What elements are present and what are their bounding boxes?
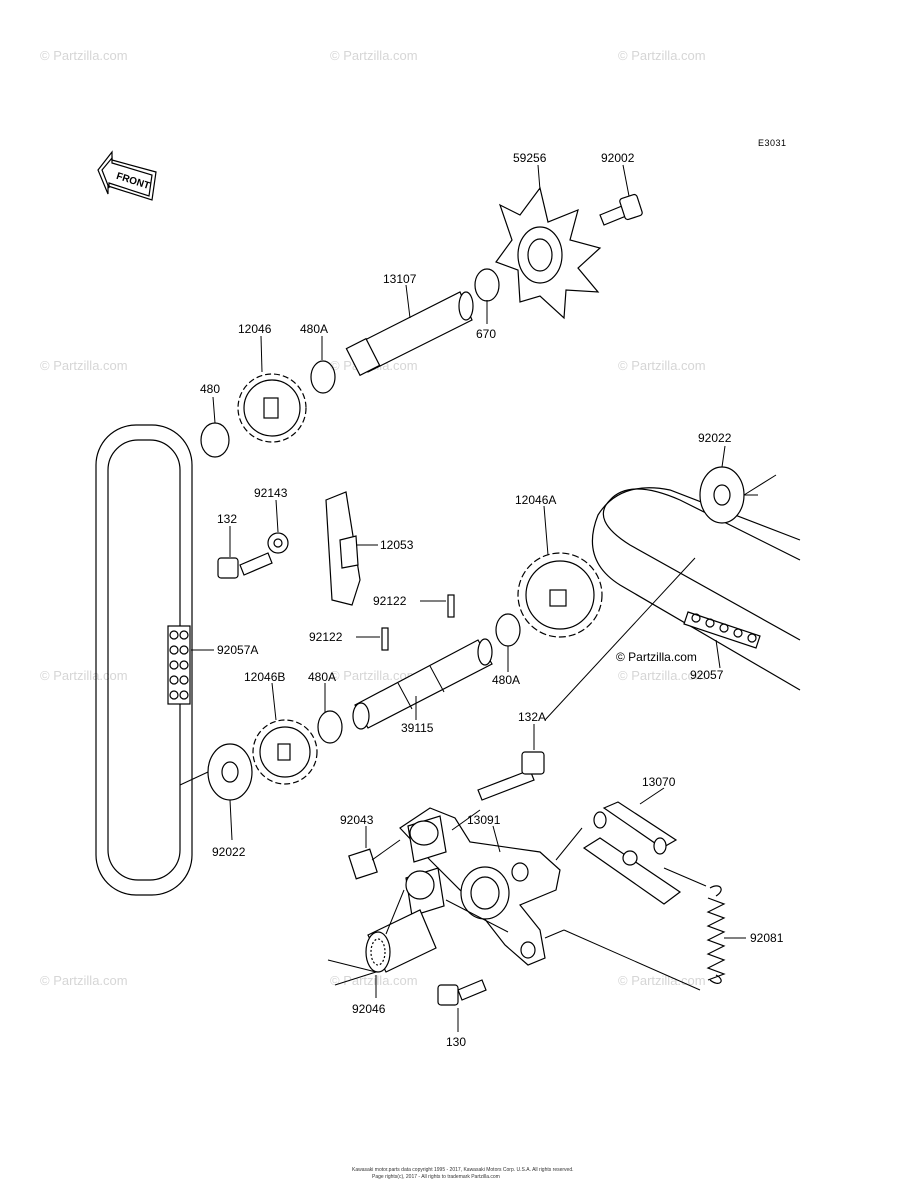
collar-92043 xyxy=(348,848,378,880)
sprocket-12046A xyxy=(517,552,603,638)
part-labels: 59256 92002 13107 670 12046 480A 480 920… xyxy=(200,151,784,1049)
watermark: © Partzilla.com xyxy=(618,973,706,988)
label-480[interactable]: 480 xyxy=(200,382,220,396)
label-92057A[interactable]: 92057A xyxy=(217,643,258,657)
front-arrow-icon: FRONT xyxy=(97,150,157,201)
label-92046[interactable]: 92046 xyxy=(352,1002,386,1016)
watermark-layer: © Partzilla.com © Partzilla.com © Partzi… xyxy=(40,48,706,988)
watermark: © Partzilla.com xyxy=(330,48,418,63)
guide-wheel-59256 xyxy=(495,186,602,320)
label-13070[interactable]: 13070 xyxy=(642,775,676,789)
bolt-92002 xyxy=(599,193,643,226)
label-13107[interactable]: 13107 xyxy=(383,272,417,286)
footer-line2: Page rights(c), 2017 - All rights to tra… xyxy=(372,1174,500,1180)
label-92057[interactable]: 92057 xyxy=(690,668,724,682)
circlip-480 xyxy=(200,422,230,458)
label-92081[interactable]: 92081 xyxy=(750,931,784,945)
watermark: © Partzilla.com xyxy=(330,668,418,683)
watermark: © Partzilla.com xyxy=(40,668,128,683)
spacer-upper xyxy=(407,815,447,863)
sprocket-12046 xyxy=(237,373,307,443)
watermark: © Partzilla.com xyxy=(40,358,128,373)
watermark: © Partzilla.com xyxy=(618,668,706,683)
label-13091[interactable]: 13091 xyxy=(467,813,501,827)
label-132[interactable]: 132 xyxy=(217,512,237,526)
watermark: © Partzilla.com xyxy=(330,973,418,988)
spacer-lower xyxy=(405,867,445,917)
chain-92057 xyxy=(683,611,761,649)
label-132A[interactable]: 132A xyxy=(518,710,546,724)
circlip-480A-mid xyxy=(317,710,343,744)
washer-92022-left xyxy=(207,743,253,801)
leader-lines xyxy=(179,164,777,1032)
drive-belt-right xyxy=(591,487,801,691)
shaft-39115 xyxy=(352,638,493,730)
bolt-130 xyxy=(437,979,487,1006)
footer-line1: Kawasaki motor.parts data copyright 1995… xyxy=(352,1167,574,1173)
label-12053[interactable]: 12053 xyxy=(380,538,414,552)
chain-92057A xyxy=(167,625,191,705)
label-480A-top[interactable]: 480A xyxy=(300,322,328,336)
bolt-132 xyxy=(217,552,273,579)
circlip-480A-top xyxy=(310,360,336,394)
pin-92122-b xyxy=(381,627,389,651)
bearing-92046 xyxy=(365,909,437,973)
washer-92143 xyxy=(267,532,289,554)
pin-92122-a xyxy=(447,594,455,618)
label-670[interactable]: 670 xyxy=(476,327,496,341)
watermark: © Partzilla.com xyxy=(618,358,706,373)
watermark: © Partzilla.com xyxy=(618,48,706,63)
o-ring-670 xyxy=(474,268,500,302)
sprocket-12046B xyxy=(252,719,318,785)
label-92043[interactable]: 92043 xyxy=(340,813,374,827)
label-12046B[interactable]: 12046B xyxy=(244,670,285,684)
label-92143[interactable]: 92143 xyxy=(254,486,288,500)
label-39115[interactable]: 39115 xyxy=(401,721,434,735)
label-92022-left[interactable]: 92022 xyxy=(212,845,246,859)
washer-92022-right xyxy=(699,466,745,524)
bracket-12053 xyxy=(325,491,361,606)
label-92122-b[interactable]: 92122 xyxy=(309,630,343,644)
label-480A-mid[interactable]: 480A xyxy=(308,670,336,684)
label-12046A[interactable]: 12046A xyxy=(515,493,556,507)
plate-13070 xyxy=(582,801,682,905)
label-12046[interactable]: 12046 xyxy=(238,322,272,336)
label-92122-a[interactable]: 92122 xyxy=(373,594,407,608)
watermark: © Partzilla.com xyxy=(40,973,128,988)
bolt-132A xyxy=(477,751,545,801)
label-480A-right[interactable]: 480A xyxy=(492,673,520,687)
spring-92081 xyxy=(706,885,726,984)
label-92022-right[interactable]: 92022 xyxy=(698,431,732,445)
diagram-code: E3031 xyxy=(758,138,787,148)
label-130[interactable]: 130 xyxy=(446,1035,466,1049)
circlip-480A-right xyxy=(495,613,521,647)
label-92002[interactable]: 92002 xyxy=(601,151,635,165)
label-59256[interactable]: 59256 xyxy=(513,151,547,165)
watermark-inline: © Partzilla.com xyxy=(616,650,697,664)
shaft-13107 xyxy=(345,291,474,377)
watermark: © Partzilla.com xyxy=(40,48,128,63)
